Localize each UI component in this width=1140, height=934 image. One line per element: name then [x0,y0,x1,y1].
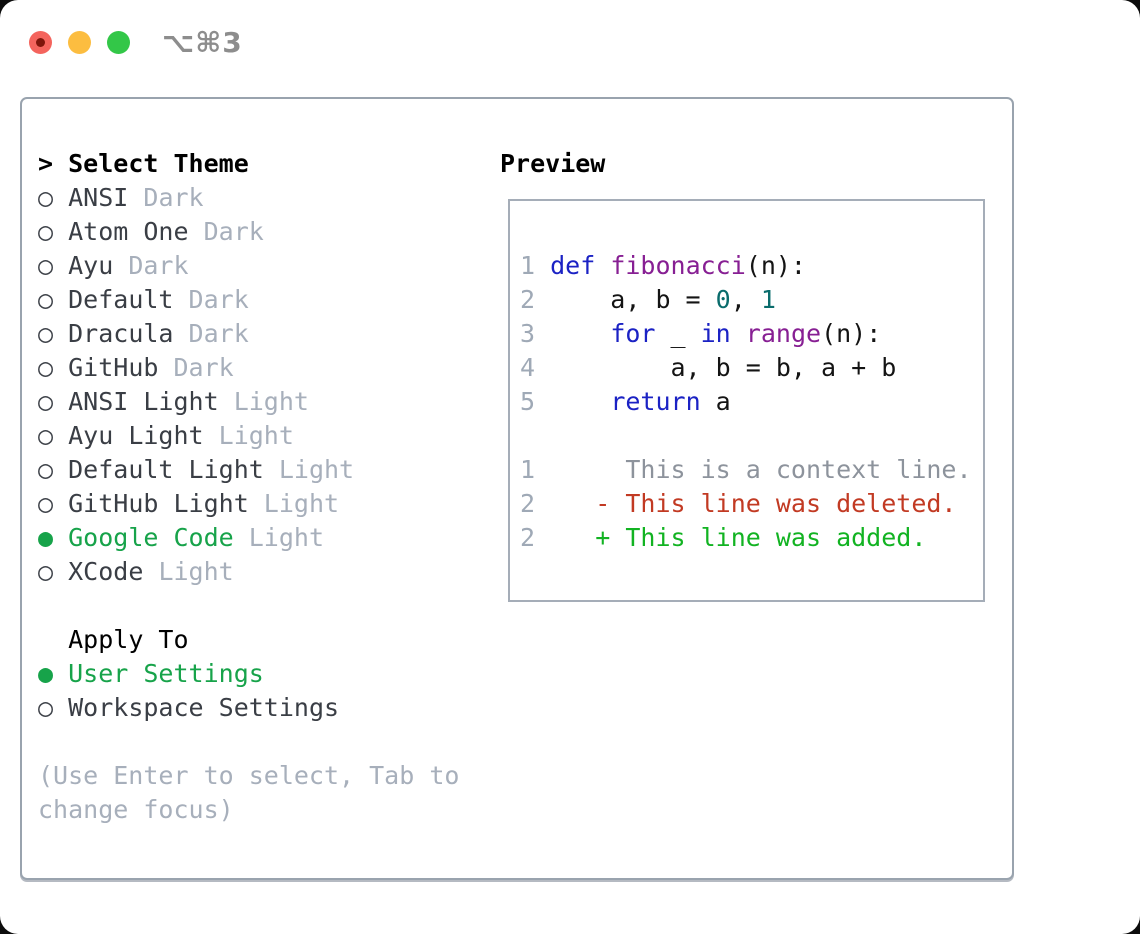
theme-list-title: Select Theme [68,149,249,178]
radio-icon: ○ [38,557,54,586]
line-number: 3 [520,319,536,348]
section-gap [38,589,459,623]
theme-option[interactable]: ○ GitHub Light Light [38,489,340,518]
code-line: 5 return a [520,385,983,419]
theme-option[interactable]: ○ Ayu Dark [38,251,189,280]
help-text: (Use Enter to select, Tab to change focus… [38,759,459,827]
radio-icon: ○ [38,387,54,416]
preview-gap [520,419,983,453]
preview-title: Preview [500,149,606,178]
help-text-line: change focus) [38,795,234,824]
line-number: 5 [520,387,536,416]
code-line: 3 for _ in range(n): [520,317,983,351]
theme-option[interactable]: ○ Ayu Light Light [38,421,294,450]
theme-option[interactable]: ○ Atom One Dark [38,217,264,246]
theme-option[interactable]: ○ Default Light Light [38,455,355,484]
radio-icon: ○ [38,421,54,450]
diff-line-context: 1 This is a context line. [520,453,983,487]
radio-selected-icon: ● [38,523,54,552]
theme-option[interactable]: ○ Dracula Dark [38,319,249,348]
diff-line-added: 2 + This line was added. [520,521,983,555]
theme-option[interactable]: ○ XCode Light [38,557,234,586]
section-gap [38,725,459,759]
radio-icon: ○ [38,251,54,280]
radio-icon: ○ [38,693,54,722]
theme-list: > Select Theme ○ ANSI Dark ○ Atom One Dar… [38,147,459,827]
caret-icon: > [38,149,54,178]
close-button[interactable] [29,31,52,54]
theme-option[interactable]: ○ Default Dark [38,285,249,314]
line-number: 2 [520,285,536,314]
line-number: 2 [520,489,536,518]
line-number: 1 [520,251,536,280]
theme-option[interactable]: ○ GitHub Dark [38,353,234,382]
code-line: 2 a, b = 0, 1 [520,283,983,317]
theme-list-header: > Select Theme [38,147,459,181]
code-line: 4 a, b = b, a + b [520,351,983,385]
diff-line-deleted: 2 - This line was deleted. [520,487,983,521]
line-number: 2 [520,523,536,552]
apply-to-option[interactable]: ○ Workspace Settings [38,693,340,722]
theme-option[interactable]: ○ ANSI Dark [38,183,204,212]
apply-to-header: Apply To [68,625,189,654]
theme-option[interactable]: ● Google Code Light [38,523,325,552]
radio-icon: ○ [38,285,54,314]
radio-icon: ○ [38,183,54,212]
window-shortcut-label: ⌥⌘3 [162,26,243,59]
radio-icon: ○ [38,217,54,246]
radio-icon: ○ [38,319,54,348]
help-text-line: (Use Enter to select, Tab to [38,761,460,790]
radio-icon: ○ [38,353,54,382]
title-bar: ⌥⌘3 [29,26,243,59]
apply-to-option[interactable]: ● User Settings [38,659,264,688]
theme-option[interactable]: ○ ANSI Light Light [38,387,309,416]
theme-picker-panel: > Select Theme ○ ANSI Dark ○ Atom One Dar… [20,97,1014,880]
line-number: 1 [520,455,536,484]
radio-selected-icon: ● [38,659,54,688]
line-number: 4 [520,353,536,382]
zoom-button[interactable] [107,31,130,54]
radio-icon: ○ [38,455,54,484]
minimize-button[interactable] [68,31,91,54]
radio-icon: ○ [38,489,54,518]
